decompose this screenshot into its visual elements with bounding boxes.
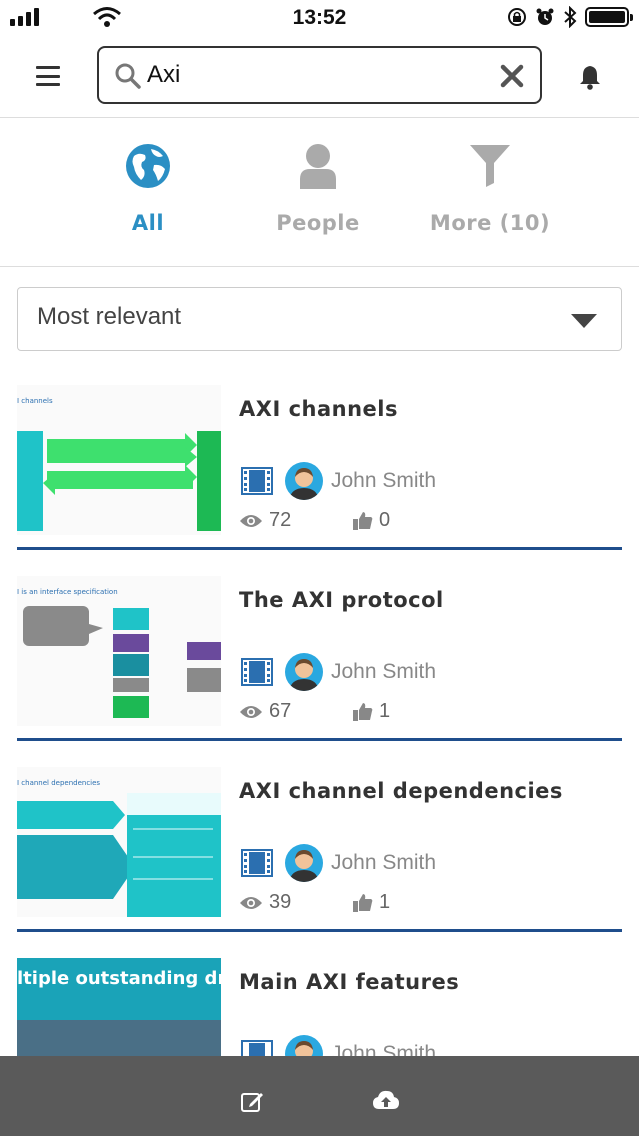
thumbs-up-icon — [353, 893, 373, 912]
cloud-upload-icon[interactable] — [372, 1089, 400, 1111]
like-count[interactable]: 0 — [353, 509, 390, 532]
person-icon — [300, 144, 336, 189]
tab-more[interactable]: More (10) — [390, 119, 590, 267]
result-author: John Smith — [331, 660, 437, 683]
result-title[interactable]: Main AXI features — [239, 970, 460, 994]
alarm-icon — [536, 8, 554, 25]
result-author: John Smith — [331, 469, 437, 492]
bluetooth-icon — [564, 6, 577, 28]
avatar — [285, 844, 323, 882]
thumb-caption: I is an interface specification — [17, 588, 118, 596]
result-thumbnail[interactable]: I channels — [17, 385, 221, 535]
result-thumbnail[interactable]: I channel dependencies — [17, 767, 221, 917]
filter-tabs: All People More (10) — [0, 119, 639, 267]
result-card[interactable]: I channel dependencies AXI channel depen… — [17, 767, 622, 932]
thumbs-up-icon — [353, 702, 373, 721]
result-title[interactable]: The AXI protocol — [239, 588, 444, 612]
clock: 13:52 — [292, 6, 347, 29]
avatar — [285, 653, 323, 691]
search-icon — [115, 63, 141, 89]
thumb-caption: ltiple outstanding dresses — [17, 968, 221, 989]
result-title[interactable]: AXI channel dependencies — [239, 779, 563, 803]
globe-icon — [126, 144, 170, 188]
sort-select[interactable]: Most relevant — [17, 287, 622, 351]
tab-people-label: People — [276, 211, 360, 235]
like-count[interactable]: 1 — [353, 700, 390, 723]
video-icon — [241, 849, 273, 877]
search-input[interactable] — [147, 57, 487, 93]
eye-icon — [240, 514, 262, 527]
video-icon — [241, 658, 273, 686]
result-card[interactable]: I is an interface specification The AXI … — [17, 576, 622, 741]
bell-icon[interactable] — [578, 64, 602, 90]
eye-icon — [240, 896, 262, 909]
view-count: 39 — [239, 891, 291, 914]
result-thumbnail[interactable]: I is an interface specification — [17, 576, 221, 726]
like-count[interactable]: 1 — [353, 891, 390, 914]
tab-people[interactable]: People — [218, 119, 418, 267]
bottom-toolbar — [0, 1056, 639, 1136]
result-card[interactable]: I channels AXI channels John Smith — [17, 385, 622, 550]
menu-button[interactable] — [36, 66, 60, 86]
view-count: 67 — [239, 700, 291, 723]
status-bar: 13:52 — [0, 0, 639, 36]
result-title[interactable]: AXI channels — [239, 397, 398, 421]
eye-icon — [240, 705, 262, 718]
results-list: I channels AXI channels John Smith — [17, 385, 622, 1136]
thumb-caption: I channel dependencies — [17, 779, 100, 787]
avatar — [285, 462, 323, 500]
search-box[interactable] — [97, 46, 542, 104]
thumb-caption: I channels — [17, 397, 53, 405]
thumbs-up-icon — [353, 511, 373, 530]
view-count: 72 — [239, 509, 291, 532]
result-author: John Smith — [331, 851, 437, 874]
tab-all[interactable]: All — [48, 119, 248, 267]
search-header — [0, 36, 639, 118]
wifi-icon — [93, 7, 121, 27]
chevron-down-icon — [571, 314, 597, 328]
edit-icon[interactable] — [241, 1090, 265, 1112]
rotation-lock-icon — [508, 8, 526, 26]
tab-all-label: All — [131, 211, 165, 235]
video-icon — [241, 467, 273, 495]
signal-icon — [10, 8, 39, 26]
tab-more-label: More (10) — [429, 211, 551, 235]
clear-icon[interactable] — [500, 64, 524, 88]
battery-icon — [585, 7, 633, 27]
funnel-icon — [470, 145, 510, 187]
sort-selected-label: Most relevant — [37, 303, 182, 330]
